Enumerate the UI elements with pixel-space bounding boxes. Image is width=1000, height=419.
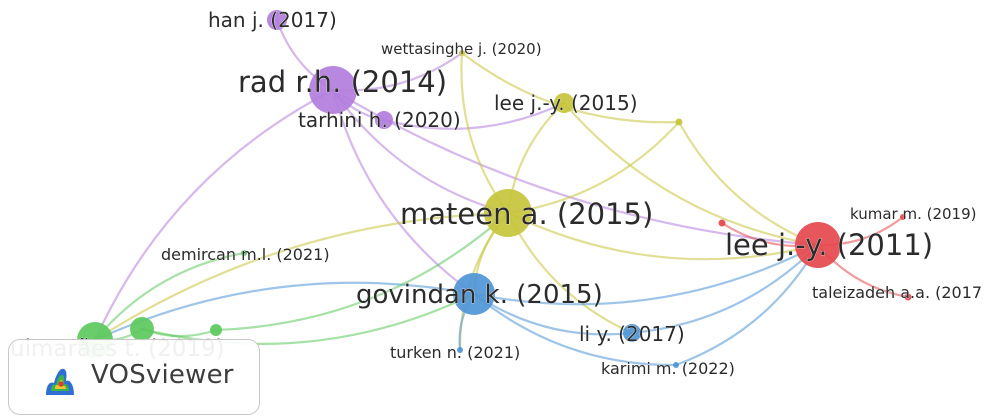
label-rad2014[interactable]: rad r.h. (2014)	[238, 65, 448, 100]
link-lee2015-lee2011	[562, 101, 820, 247]
link-govindan2015-karimi2022	[472, 292, 678, 367]
label-lee2015[interactable]: lee j.-y. (2015)	[494, 91, 638, 116]
label-karimi2022[interactable]: karimi m. (2022)	[601, 359, 735, 379]
link-demircan2021-guimaraes2019	[93, 251, 246, 342]
link-karimi2022-lee2011	[674, 243, 820, 367]
node-li2017[interactable]	[623, 324, 641, 342]
node-y_small[interactable]	[675, 118, 683, 126]
network-nodes	[77, 10, 912, 368]
label-han2017[interactable]: han j. (2017)	[208, 8, 337, 33]
node-han2017[interactable]	[267, 10, 287, 30]
node-r_small[interactable]	[718, 219, 726, 227]
vosviewer-logo-panel: VOSviewer	[8, 339, 260, 415]
link-mateen2015-guimaraes2019	[93, 211, 510, 342]
node-tarhini2020[interactable]	[375, 111, 393, 129]
node-lee2011[interactable]	[795, 222, 841, 268]
link-mateen2015-y_small	[506, 120, 681, 215]
link-g2-govindan2015	[140, 292, 476, 345]
vosviewer-logo-text: VOSviewer	[91, 360, 234, 390]
network-links	[93, 18, 910, 367]
vosviewer-logo-icon	[46, 368, 74, 395]
link-g3-mateen2015	[214, 211, 510, 332]
link-tarhini2020-lee2015	[382, 101, 566, 130]
label-tarhini2020[interactable]: tarhini h. (2020)	[298, 108, 461, 133]
node-turken2021[interactable]	[457, 347, 463, 353]
link-govindan2015-lee2011	[472, 243, 820, 306]
node-karimi2022[interactable]	[673, 362, 679, 368]
node-demircan2021[interactable]	[241, 250, 247, 256]
link-y_small-lee2011	[677, 120, 820, 247]
link-rad2014-lee2011	[331, 88, 820, 247]
link-li2017-lee2011	[630, 243, 820, 335]
label-turken2021[interactable]: turken n. (2021)	[390, 343, 521, 363]
node-govindan2015[interactable]	[453, 273, 495, 315]
node-lee2015[interactable]	[554, 93, 574, 113]
link-rad2014-govindan2015	[331, 88, 476, 296]
label-wettasinghe2020[interactable]: wettasinghe j. (2020)	[381, 40, 542, 59]
link-mateen2015-lee2011	[506, 211, 820, 261]
node-kumar2019[interactable]	[900, 214, 906, 220]
label-demircan2021[interactable]: demircan m.l. (2021)	[161, 245, 330, 265]
node-g3[interactable]	[210, 324, 222, 336]
link-rad2014-guimaraes2019	[93, 88, 335, 342]
label-taleizadeh2017[interactable]: taleizadeh a.a. (2017	[812, 283, 983, 303]
node-mateen2015[interactable]	[484, 189, 532, 237]
label-li2017[interactable]: li y. (2017)	[579, 322, 685, 347]
node-g2[interactable]	[130, 317, 154, 341]
label-govindan2015[interactable]: govindan k. (2015)	[356, 280, 603, 311]
node-wettasinghe2020[interactable]	[459, 50, 465, 56]
link-mateen2015-li2017	[506, 211, 634, 335]
label-lee2011[interactable]: lee j.-y. (2011)	[725, 228, 934, 263]
label-mateen2015[interactable]: mateen a. (2015)	[400, 197, 654, 232]
link-rad2014-mateen2015	[331, 88, 510, 215]
label-kumar2019[interactable]: kumar m. (2019)	[850, 205, 977, 224]
node-taleizadeh2017[interactable]	[904, 293, 912, 301]
link-wettasinghe2020-mateen2015	[460, 51, 510, 215]
node-rad2014[interactable]	[309, 66, 357, 114]
